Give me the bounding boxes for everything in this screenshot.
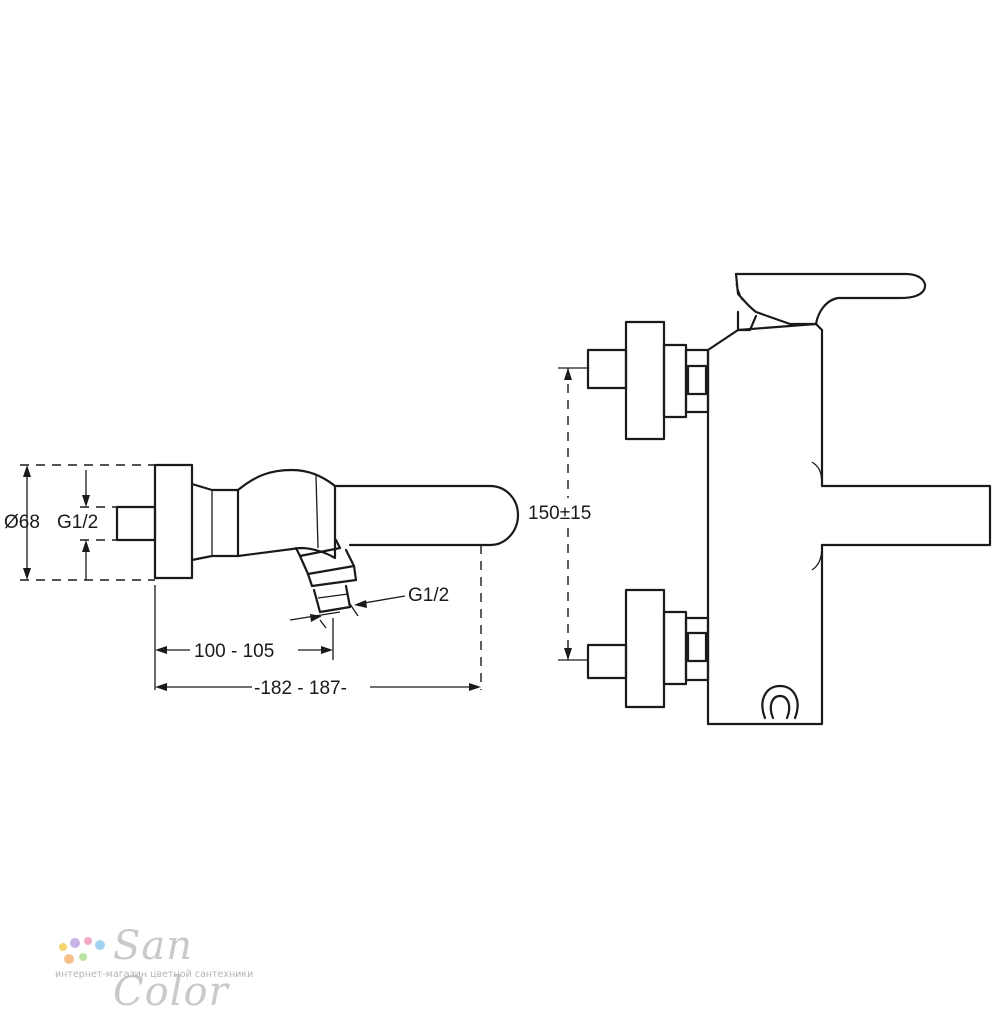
depth-total-label: -182 - 187-	[254, 678, 347, 699]
diameter-label: Ø68	[4, 512, 40, 533]
side-view: Ø68 G1/2 G1/2 100 - 105 -182 - 187-	[4, 463, 520, 699]
eccentric-bottom	[586, 588, 710, 709]
watermark-tagline: интернет-магазин цветной сантехники	[55, 969, 254, 980]
wall-flange	[153, 463, 194, 580]
body-neck	[190, 482, 240, 562]
logo-dots-icon	[59, 937, 105, 964]
front-view: 150±15	[527, 272, 992, 726]
body-bulb	[236, 468, 337, 560]
center-distance-label: 150±15	[528, 503, 591, 524]
mixer-body	[706, 322, 992, 726]
depth-short-label: 100 - 105	[194, 641, 274, 662]
outlet-thread-label: G1/2	[408, 585, 449, 606]
outlet-fitting	[294, 538, 358, 614]
inlet-thread-label: G1/2	[57, 512, 98, 533]
watermark-logo: San Color интернет-магазин цветной санте…	[55, 923, 295, 1015]
spout	[333, 484, 520, 547]
lever-handle	[734, 272, 927, 326]
shower-holder-hook	[761, 684, 799, 720]
eccentric-top	[586, 320, 710, 441]
inlet-stub	[115, 505, 157, 542]
